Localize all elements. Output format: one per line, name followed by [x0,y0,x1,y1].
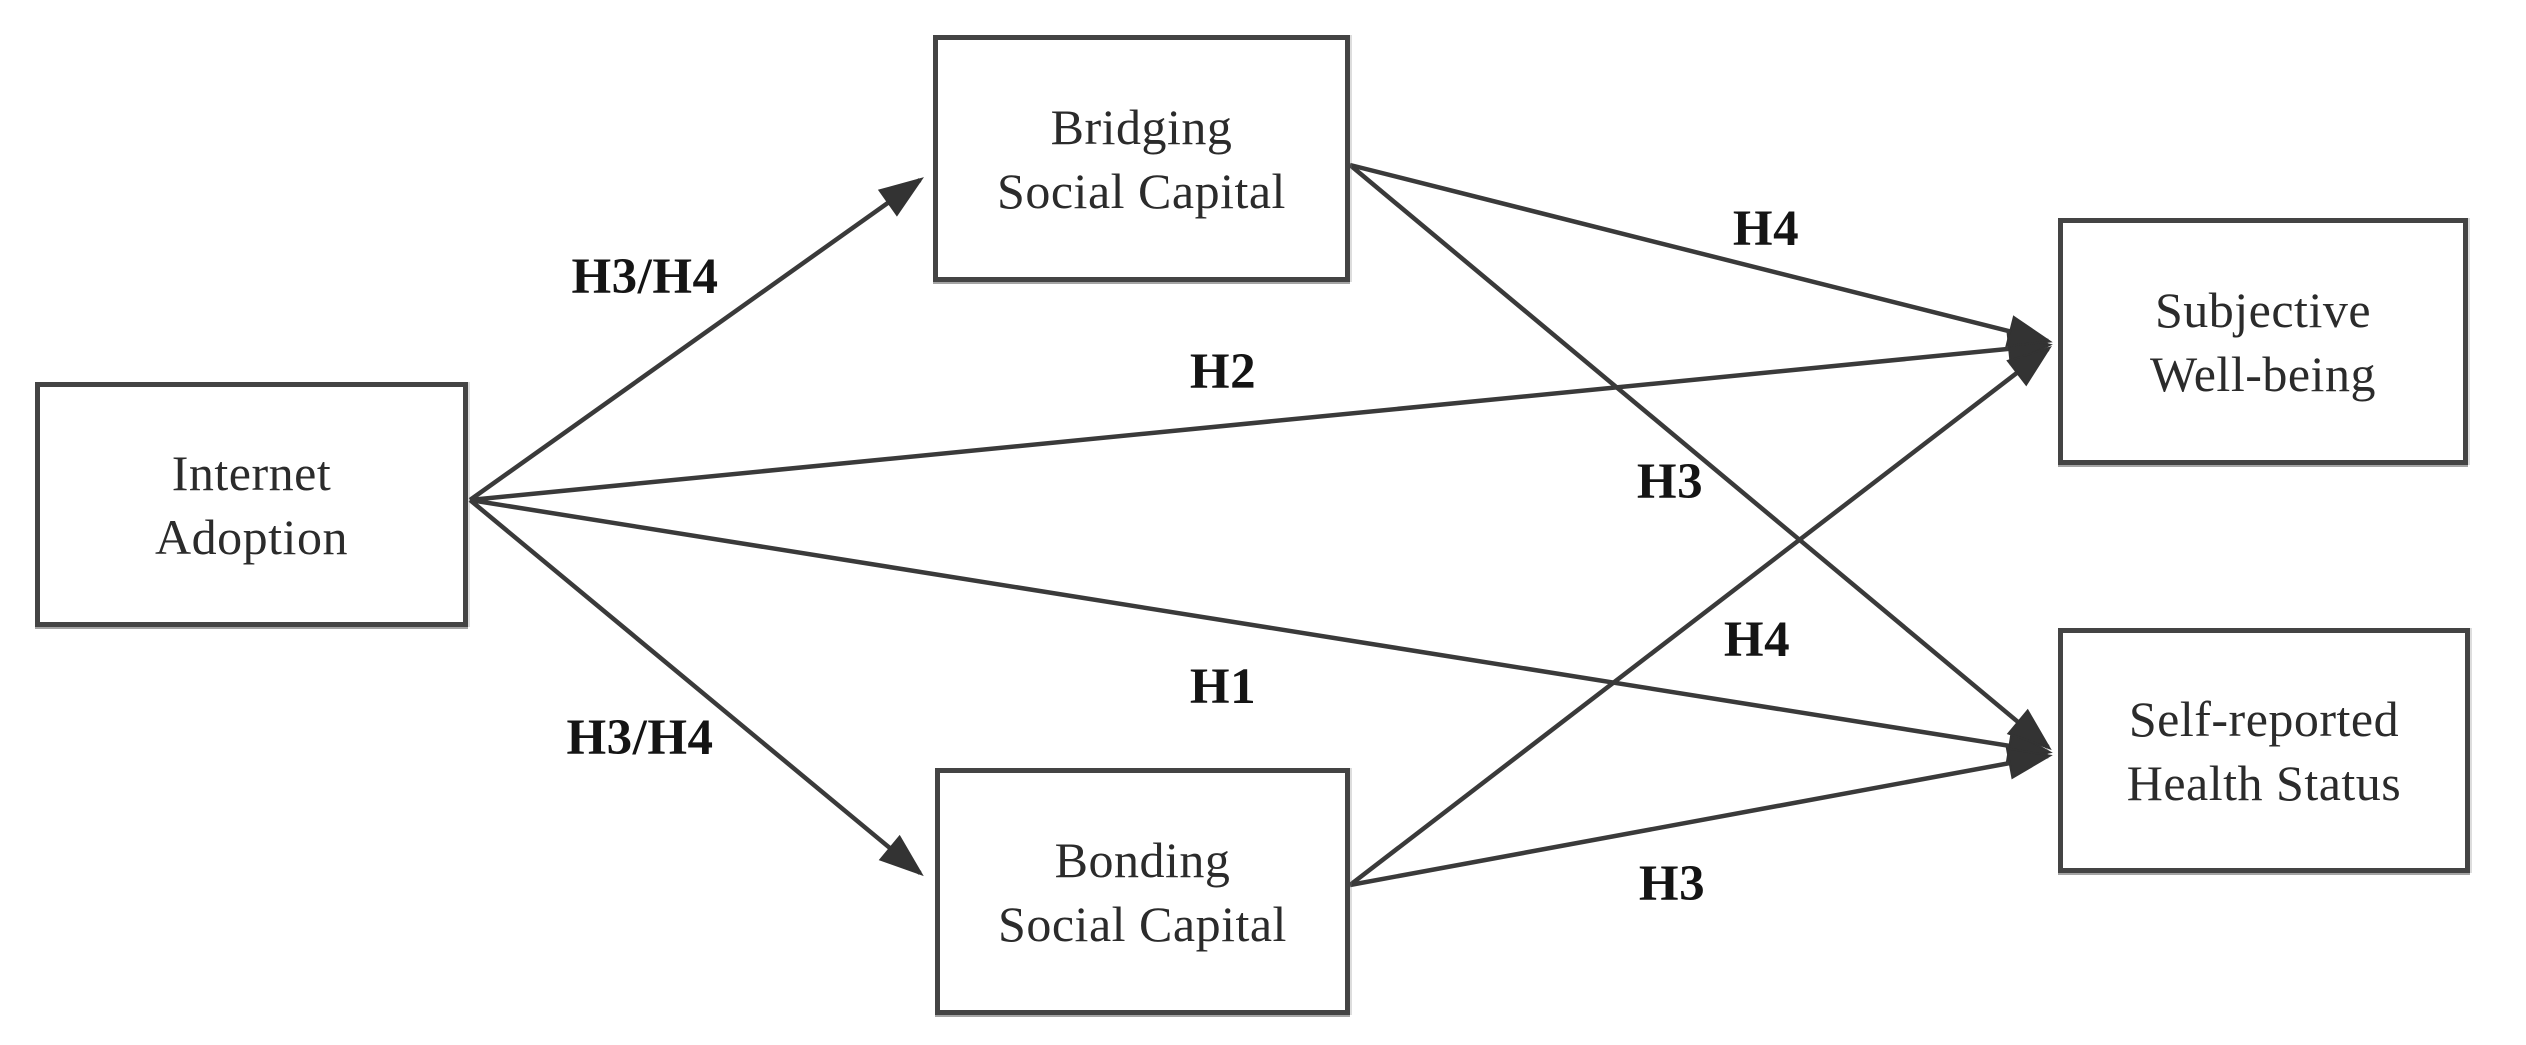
node-label-line: Bridging [1050,98,1233,155]
node-label-line: Social Capital [997,162,1286,219]
edge-arrow-internet-adoption-to-bridging [468,177,925,502]
hypothesis-label-bridging-to-well-being: H4 [1732,201,1800,257]
hypothesis-label-internet-adoption-to-well-being: H2 [1189,344,1257,400]
node-label-line: Social Capital [998,895,1287,952]
hypothesis-label-internet-adoption-to-bonding: H3/H4 [566,710,714,766]
node-label-line: Self-reported [2128,690,2400,747]
edge-arrow-internet-adoption-to-bonding [468,498,924,877]
node-label-line: Adoption [155,508,348,565]
hypothesis-label-bridging-to-health-status: H3 [1636,454,1704,510]
edge-arrow-internet-adoption-to-health-status [469,497,2053,762]
hypothesis-label-internet-adoption-to-health-status: H1 [1189,659,1257,715]
hypothesis-label-bonding-to-health-status: H3 [1638,856,1706,912]
edge-arrow-internet-adoption-to-well-being [469,332,2053,503]
edge-arrow-bonding-to-well-being [1348,346,2052,887]
edge-arrow-bridging-to-health-status [1348,163,2052,751]
hypothesis-label-bonding-to-well-being: H4 [1723,612,1791,668]
node-label-line: Subjective [2154,281,2372,338]
node-label-line: Well-being [2150,345,2376,402]
edge-arrow-bridging-to-well-being [1349,162,2053,348]
edge-arrow-bonding-to-health-status [1349,747,2053,888]
hypothesis-label-internet-adoption-to-bridging: H3/H4 [571,249,719,305]
node-label-line: Bonding [1054,831,1231,888]
node-label-line: Health Status [2126,754,2402,811]
node-label-line: Internet [171,444,332,501]
